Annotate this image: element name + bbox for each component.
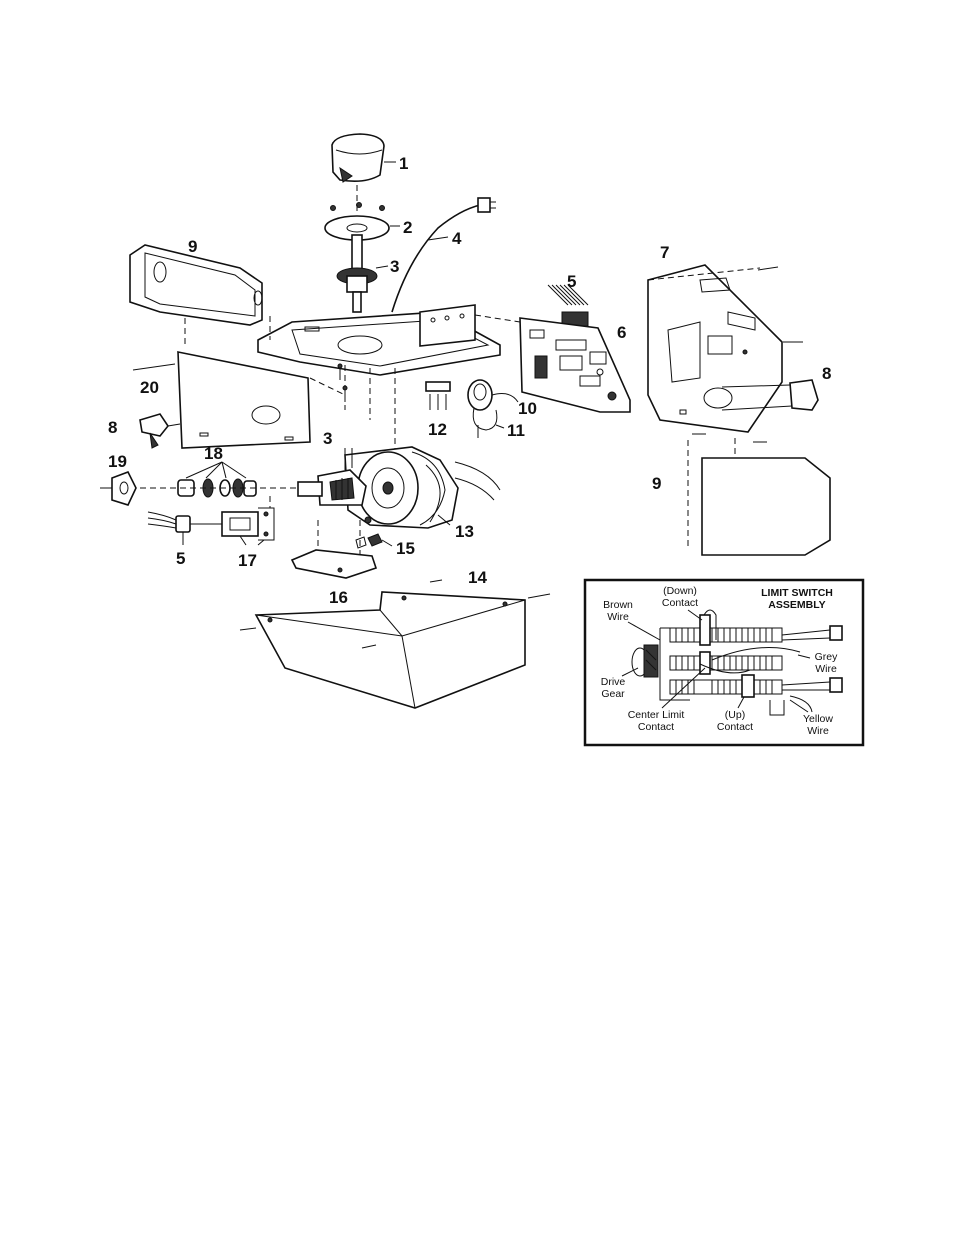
callout-9: 9 bbox=[652, 474, 661, 493]
part-18-washers bbox=[140, 462, 298, 497]
label-center-limit-2: Contact bbox=[638, 721, 674, 733]
part-4-power-cord bbox=[392, 198, 496, 312]
callout-2: 2 bbox=[403, 218, 412, 237]
part-6-logic-board bbox=[475, 315, 630, 412]
label-up-contact-1: (Up) bbox=[725, 709, 745, 721]
limit-switch-inset: LIMIT SWITCH ASSEMBLY bbox=[585, 580, 863, 745]
inset-title-line1: LIMIT SWITCH bbox=[761, 587, 833, 599]
chassis-screws bbox=[338, 364, 395, 450]
callout-14: 14 bbox=[468, 568, 487, 587]
callout-16: 16 bbox=[329, 588, 348, 607]
part-14-cover bbox=[240, 580, 550, 708]
callout-17: 17 bbox=[238, 551, 257, 570]
callout-6: 6 bbox=[617, 323, 626, 342]
part-1-lens bbox=[332, 134, 396, 182]
callout-8: 8 bbox=[108, 418, 117, 437]
part-16-bracket bbox=[292, 520, 376, 578]
callout-18: 18 bbox=[204, 444, 223, 463]
label-down-contact-1: (Down) bbox=[663, 585, 697, 597]
part-12-terminal-block bbox=[426, 382, 450, 410]
callout-11: 11 bbox=[507, 421, 525, 440]
part-3-gear-shaft bbox=[337, 235, 388, 312]
callout-5: 5 bbox=[567, 272, 576, 291]
label-grey-wire-1: Grey bbox=[815, 651, 839, 663]
label-yellow-wire-2: Wire bbox=[807, 725, 829, 737]
callout-15: 15 bbox=[396, 539, 415, 558]
callout-4: 4 bbox=[452, 229, 462, 248]
part-11-clip bbox=[473, 408, 504, 438]
chassis-plate bbox=[258, 305, 500, 375]
part-17-switch bbox=[222, 496, 274, 545]
label-drive-gear-1: Drive bbox=[601, 676, 626, 688]
label-grey-wire-2: Wire bbox=[815, 663, 837, 675]
label-up-contact-2: Contact bbox=[717, 721, 753, 733]
part-20-end-panel bbox=[133, 352, 345, 448]
callout-5: 5 bbox=[176, 549, 185, 568]
part-9-right-cover bbox=[688, 434, 830, 555]
callout-8: 8 bbox=[822, 364, 831, 383]
label-brown-wire-2: Wire bbox=[607, 611, 629, 623]
callout-13: 13 bbox=[455, 522, 474, 541]
part-5-wire-plug bbox=[148, 512, 222, 545]
part-10-capacitor bbox=[468, 380, 518, 410]
callout-1: 1 bbox=[399, 154, 408, 173]
part-9-left-cover bbox=[130, 245, 270, 345]
inset-title-line2: ASSEMBLY bbox=[768, 599, 825, 611]
part-5-harness bbox=[548, 285, 588, 326]
callout-9: 9 bbox=[188, 237, 197, 256]
callout-3: 3 bbox=[323, 429, 332, 448]
callout-20: 20 bbox=[140, 378, 159, 397]
label-down-contact-2: Contact bbox=[662, 597, 698, 609]
label-yellow-wire-1: Yellow bbox=[803, 713, 833, 725]
label-brown-wire-1: Brown bbox=[603, 599, 633, 611]
part-13-motor bbox=[345, 447, 500, 528]
part-2-flange bbox=[325, 185, 400, 240]
callout-12: 12 bbox=[428, 420, 447, 439]
callout-7: 7 bbox=[660, 243, 669, 262]
label-center-limit-1: Center Limit bbox=[628, 709, 685, 721]
callout-19: 19 bbox=[108, 452, 127, 471]
part-8-left-socket bbox=[140, 414, 180, 448]
label-drive-gear-2: Gear bbox=[601, 688, 625, 700]
part-15-fasteners bbox=[356, 534, 392, 548]
callout-10: 10 bbox=[518, 399, 537, 418]
part-19-sprocket bbox=[100, 472, 136, 505]
callout-3: 3 bbox=[390, 257, 399, 276]
